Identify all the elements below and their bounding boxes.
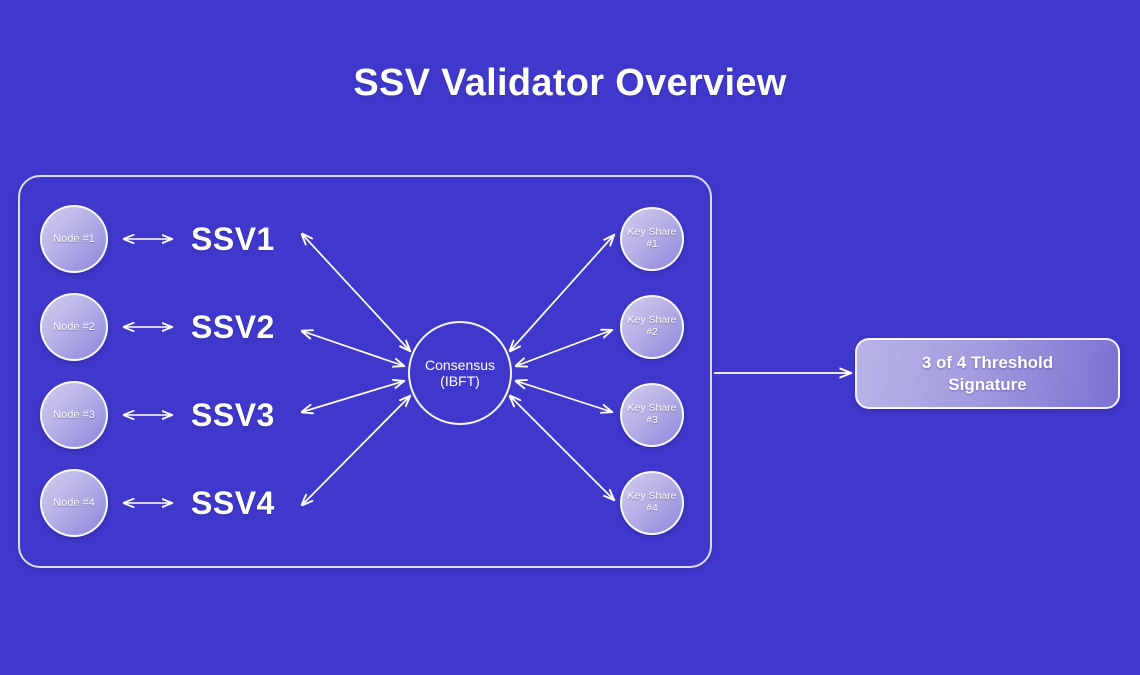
node-circle-label: Node #1 — [53, 232, 95, 245]
node-circle-1[interactable]: Node #1 — [40, 205, 108, 273]
key-share-label-line2: #4 — [646, 502, 658, 514]
consensus-label-line2: (IBFT) — [440, 373, 480, 389]
key-share-label-line1: Key Share — [627, 226, 677, 239]
node-circle-4[interactable]: Node #4 — [40, 469, 108, 537]
ssv-label-3: SSV3 — [191, 397, 275, 433]
key-share-label-line2: #3 — [646, 414, 658, 426]
node-circle-label: Node #3 — [53, 408, 95, 421]
page-title: SSV Validator Overview — [353, 62, 787, 104]
ssv-label-4: SSV4 — [191, 485, 275, 521]
ssv-label-1: SSV1 — [191, 221, 275, 257]
key-share-circle-4[interactable]: Key Share #4 — [620, 471, 684, 535]
key-share-circle-2[interactable]: Key Share #2 — [620, 295, 684, 359]
ssv-label-2: SSV2 — [191, 309, 275, 345]
key-share-circle-1[interactable]: Key Share #1 — [620, 207, 684, 271]
key-share-label-line2: #2 — [646, 326, 658, 338]
key-share-circle-3[interactable]: Key Share #3 — [620, 383, 684, 447]
node-circle-label: Node #4 — [53, 496, 95, 509]
node-circle-label: Node #2 — [53, 320, 95, 333]
threshold-label-line1: 3 of 4 Threshold — [921, 353, 1054, 373]
threshold-signature-box[interactable]: 3 of 4 Threshold Signature — [855, 338, 1120, 409]
key-share-label-line1: Key Share — [627, 314, 677, 327]
key-share-label-line1: Key Share — [627, 402, 677, 415]
consensus-circle[interactable]: Consensus (IBFT) — [408, 321, 512, 425]
threshold-label-line2: Signature — [948, 374, 1027, 394]
cluster-container — [18, 175, 712, 568]
node-circle-2[interactable]: Node #2 — [40, 293, 108, 361]
consensus-label-line1: Consensus — [424, 356, 496, 373]
node-circle-3[interactable]: Node #3 — [40, 381, 108, 449]
key-share-label-line2: #1 — [646, 238, 658, 250]
key-share-label-line1: Key Share — [627, 490, 677, 503]
